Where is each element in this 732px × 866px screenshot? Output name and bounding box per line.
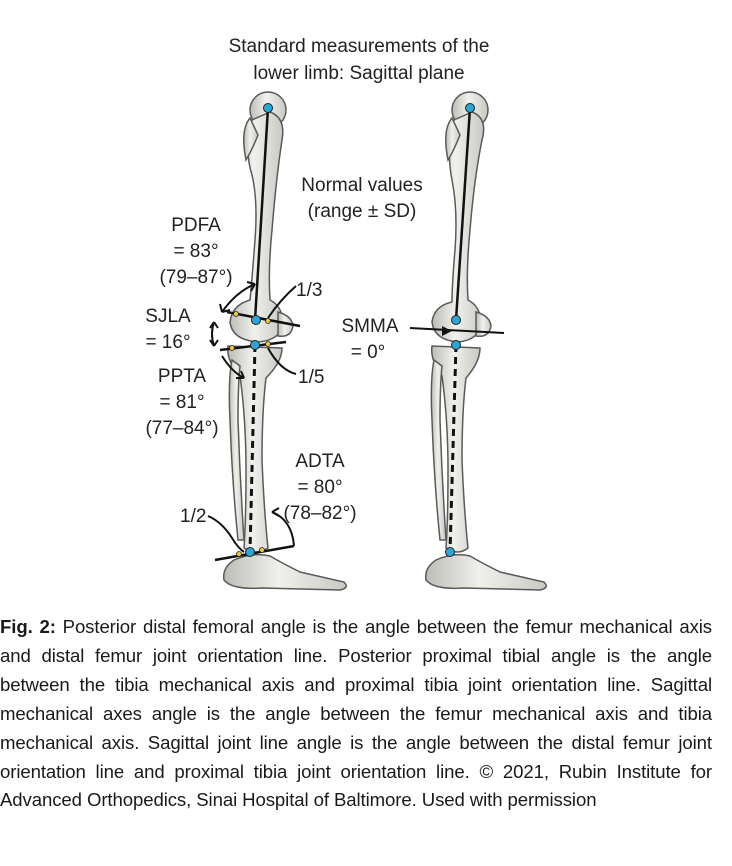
left-knee-tibia-point: [250, 340, 260, 350]
pdfa-range: (79–87°): [159, 267, 232, 288]
left-small-point-1: [233, 311, 239, 317]
left-angle-arrows: [207, 281, 297, 553]
left-femur-mechanical-axis: [253, 107, 270, 321]
ppta-label: PPTA: [158, 366, 207, 387]
adta-range: (78–82°): [283, 503, 356, 524]
fraction-fifth-label: 1/5: [298, 367, 324, 388]
right-tibia: [430, 345, 481, 553]
right-tibia-mechanical-axis: [448, 344, 458, 553]
pdfa-label: PDFA: [171, 215, 221, 236]
left-distal-femur-joint-line: [226, 310, 301, 328]
left-foot: [222, 553, 347, 591]
left-small-point-5: [236, 551, 242, 557]
figure-caption: Fig. 2: Posterior distal femoral angle i…: [0, 613, 712, 815]
right-femur-mechanical-axis: [454, 107, 472, 321]
left-femur: [229, 111, 284, 343]
left-small-point-6: [259, 547, 265, 553]
right-fibula: [430, 358, 447, 541]
left-knee-femur-point: [251, 315, 261, 325]
fraction-half-leader: [207, 515, 245, 553]
adta-label: ADTA: [295, 451, 345, 472]
right-femur: [431, 111, 485, 343]
normal-values-title-line2: (range ± SD): [308, 201, 417, 222]
caption-label: Fig. 2:: [0, 616, 56, 637]
pdfa-arc: [221, 283, 256, 313]
left-leg: [222, 91, 347, 591]
right-foot: [424, 553, 547, 591]
left-small-point-3: [229, 345, 235, 351]
sjla-value: = 16°: [145, 332, 190, 353]
right-hip-center-point: [465, 103, 475, 113]
sjla-label: SJLA: [145, 306, 191, 327]
left-fibula: [228, 358, 245, 541]
right-leg: [424, 91, 547, 591]
fraction-third-leader: [267, 285, 297, 319]
left-small-point-4: [265, 341, 271, 347]
right-knee-tibia-point: [451, 340, 461, 350]
right-knee-femur-point: [451, 315, 461, 325]
smma-arrow-head: [442, 326, 452, 336]
diagram-title-line1: Standard measurements of the: [229, 36, 490, 57]
adta-value: = 80°: [297, 477, 342, 498]
ppta-range: (77–84°): [145, 418, 218, 439]
left-ankle-point: [245, 547, 255, 557]
left-tibia-mechanical-axis: [248, 344, 257, 553]
lower-limb-diagram: Standard measurements of the lower limb:…: [145, 36, 547, 591]
right-smma-line: [409, 327, 505, 334]
left-hip-center-point: [263, 103, 273, 113]
fraction-fifth-leader: [267, 347, 297, 375]
smma-label: SMMA: [342, 316, 399, 337]
fraction-half-label: 1/2: [180, 506, 206, 527]
right-ankle-point: [445, 547, 455, 557]
right-patella: [475, 311, 492, 338]
ppta-arc: [221, 355, 245, 379]
diagram-title-line2: lower limb: Sagittal plane: [253, 63, 464, 84]
normal-values-title-line1: Normal values: [301, 175, 422, 196]
pdfa-value: = 83°: [173, 241, 218, 262]
caption-text: Posterior distal femoral angle is the an…: [0, 616, 712, 811]
smma-value: = 0°: [351, 342, 386, 363]
ppta-value: = 81°: [159, 392, 204, 413]
fraction-third-label: 1/3: [296, 280, 322, 301]
left-small-point-2: [265, 318, 271, 324]
